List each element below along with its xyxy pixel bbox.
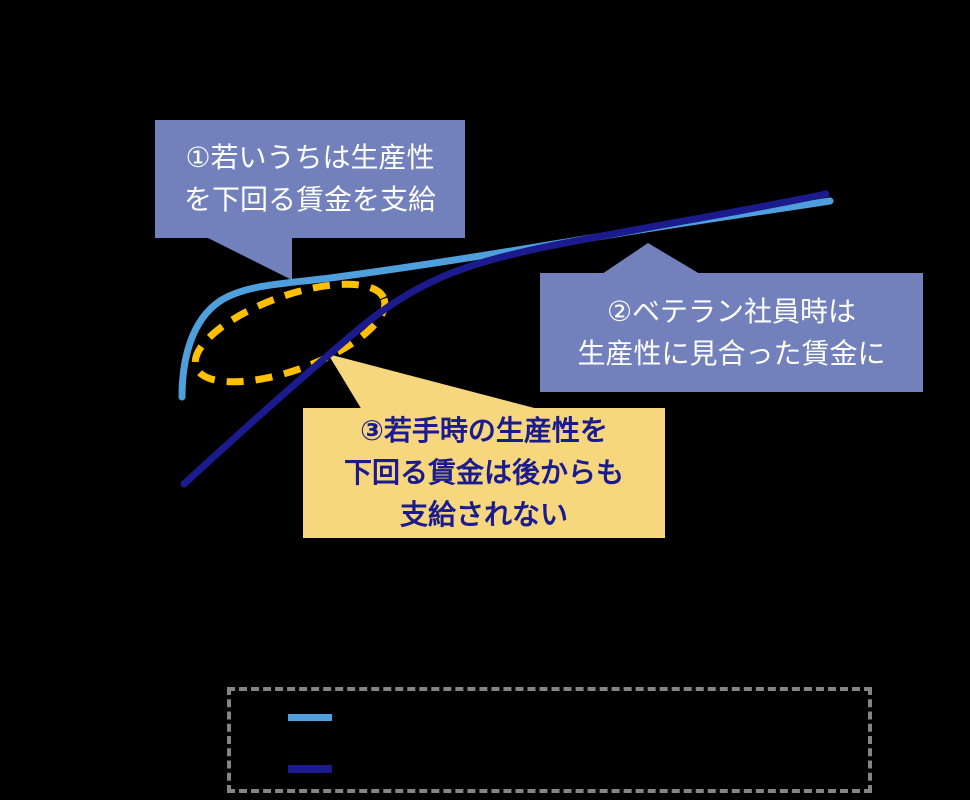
callout-young-gap-never-paid-back: ③若手時の生産性を 下回る賃金は後からも 支給されない [303,408,665,538]
callout2-pointer [602,243,700,274]
callout3-pointer [328,354,542,410]
legend-swatch-wage [288,765,332,773]
callout-veteran-wage-matches-productivity: ②ベテラン社員時は 生産性に見合った賃金に [540,273,923,392]
callout3-line2: 下回る賃金は後からも [343,456,624,489]
callout3-line3: 支給されない [399,498,568,531]
legend-box [227,687,872,793]
callout3-line1: ③若手時の生産性を [360,414,608,447]
callout2-line1: ②ベテラン社員時は [606,294,857,328]
young-gap-highlight-ellipse [191,280,389,386]
callout1-line2: を下回る賃金を支給 [183,183,436,216]
callout1-line1: ①若いうちは生産性 [185,141,435,174]
callout-young-wage-below-productivity: ①若いうちは生産性 を下回る賃金を支給 [155,120,465,238]
legend-swatch-productivity [288,714,332,721]
callout2-line2: 生産性に見合った賃金に [577,336,886,370]
callout1-tail [208,238,292,280]
wage-curve [180,190,830,488]
